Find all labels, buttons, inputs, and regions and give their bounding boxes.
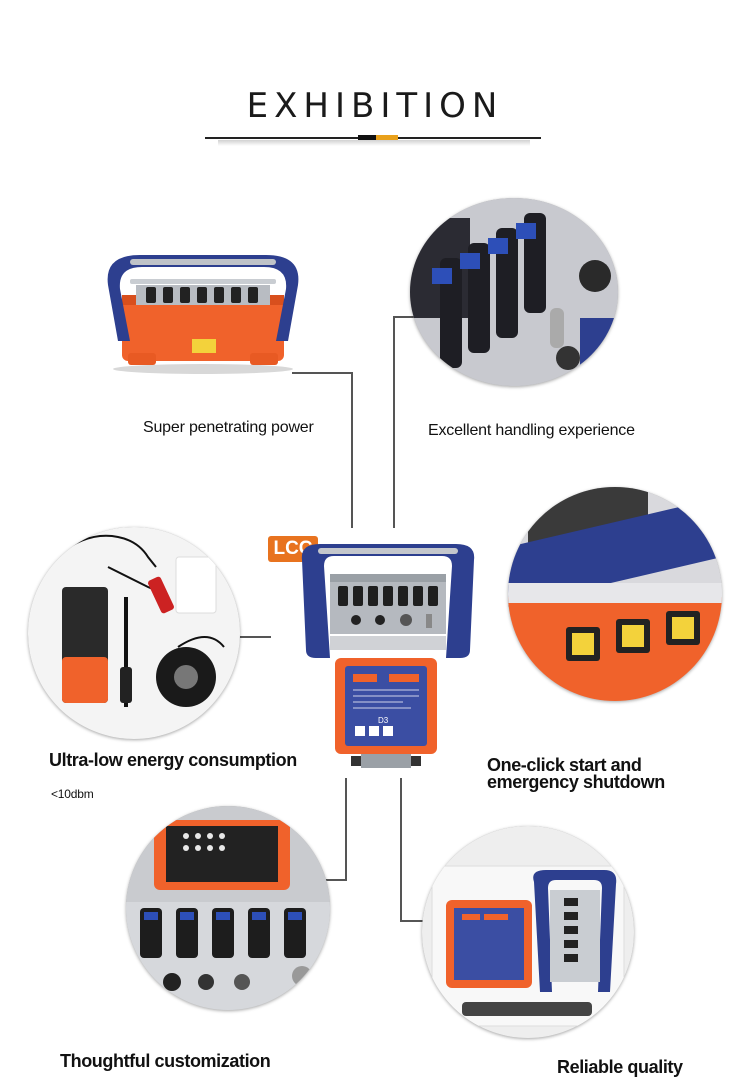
connector-line (393, 316, 395, 528)
connector-line (239, 636, 271, 638)
emergency-switch-photo (508, 487, 722, 701)
title-divider-mark-dark (358, 135, 376, 140)
custom-panel-photo (126, 806, 330, 1010)
joystick-closeup-photo (410, 198, 618, 386)
page-title: EXHIBITION (246, 86, 504, 126)
accessories-photo (28, 527, 240, 739)
feature-start-label-line1: One-click start and (487, 755, 642, 775)
feature-energy-note: <10dbm (51, 787, 94, 801)
feature-handling-label: Excellent handling experience (428, 422, 635, 439)
packaged-set-photo (422, 826, 634, 1038)
connector-line (400, 778, 402, 922)
connector-line (395, 316, 415, 318)
transmitter-photo (100, 245, 306, 375)
connector-line (292, 372, 353, 374)
feature-custom-label: Thoughtful customization (60, 1051, 271, 1071)
receiver-box-photo: D3 (333, 656, 439, 774)
feature-power-label: Super penetrating power (143, 419, 314, 436)
connector-line (345, 778, 347, 880)
title-divider-shadow (218, 140, 530, 146)
connector-line (400, 920, 440, 922)
feature-energy-label: Ultra-low energy consumption (49, 750, 297, 770)
feature-quality-label: Reliable quality (557, 1057, 683, 1077)
main-transmitter-photo (296, 540, 480, 662)
receiver-model-label: D3 (378, 716, 389, 725)
feature-start-label-line2: emergency shutdown (487, 772, 665, 792)
connector-line (351, 372, 353, 528)
title-divider-mark-orange (376, 135, 398, 140)
